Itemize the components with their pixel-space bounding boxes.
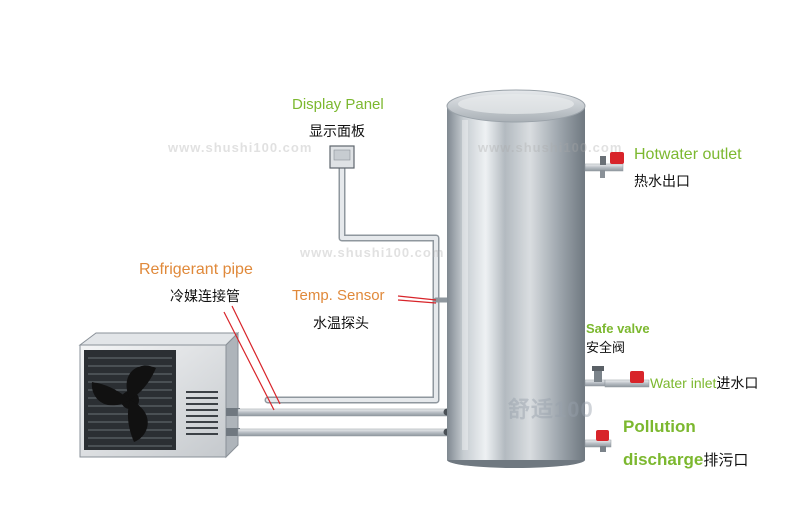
vent-slats xyxy=(186,391,218,435)
water-tank xyxy=(446,89,586,468)
hotwater-outlet-label-zh: 热水出口 xyxy=(634,174,690,190)
unit-valve-lower xyxy=(226,428,240,436)
temp-sensor-label-zh: 水温探头 xyxy=(313,316,369,332)
leader-lines xyxy=(223,295,437,411)
tank-body xyxy=(447,106,585,460)
pollution-label-line1: Pollution xyxy=(623,417,696,436)
unit-valve-upper xyxy=(226,408,240,416)
outlet-valve-handle xyxy=(610,152,624,164)
pollution-label-zh: 排污口 xyxy=(703,451,749,469)
watermark-3: www.shushi100.com xyxy=(300,245,445,260)
water-inlet-label: Water inlet xyxy=(650,375,717,391)
inlet-valve-handle xyxy=(630,371,644,383)
water-inlet-label-zh: 进水口 xyxy=(716,376,759,392)
hotwater-outlet-label: Hotwater outlet xyxy=(634,146,742,163)
safe-valve-label-zh: 安全阀 xyxy=(586,341,626,356)
sensor-cable xyxy=(264,162,455,404)
refrigerant-pipe-label-zh: 冷媒连接管 xyxy=(170,289,240,305)
display-panel-label: Display Panel xyxy=(292,96,384,113)
safe-valve-fitting xyxy=(584,366,606,387)
watermark-2: www.shushi100.com xyxy=(478,140,623,155)
water-inlet-fitting xyxy=(604,371,650,388)
display-panel-label-zh: 显示面板 xyxy=(309,124,365,140)
refrigerant-pipes xyxy=(237,408,451,437)
display-panel xyxy=(329,145,355,169)
pollution-label-row: discharge排污口 xyxy=(623,451,748,468)
pollution-label-line2: discharge xyxy=(623,450,704,469)
refrigerant-pipe-label: Refrigerant pipe xyxy=(139,261,253,278)
discharge-valve-handle xyxy=(596,430,609,441)
outdoor-unit xyxy=(78,331,240,459)
temp-sensor-label: Temp. Sensor xyxy=(292,287,385,304)
fan-icon xyxy=(91,365,156,442)
hotwater-outlet-fitting xyxy=(584,152,624,178)
water-inlet-label-row: Water inlet进水口 xyxy=(650,376,758,391)
safe-valve-label: Safe valve xyxy=(586,321,650,336)
discharge-fitting xyxy=(584,430,612,452)
watermark-1: www.shushi100.com xyxy=(168,140,313,155)
watermark-brand: 舒适100 xyxy=(508,397,594,422)
